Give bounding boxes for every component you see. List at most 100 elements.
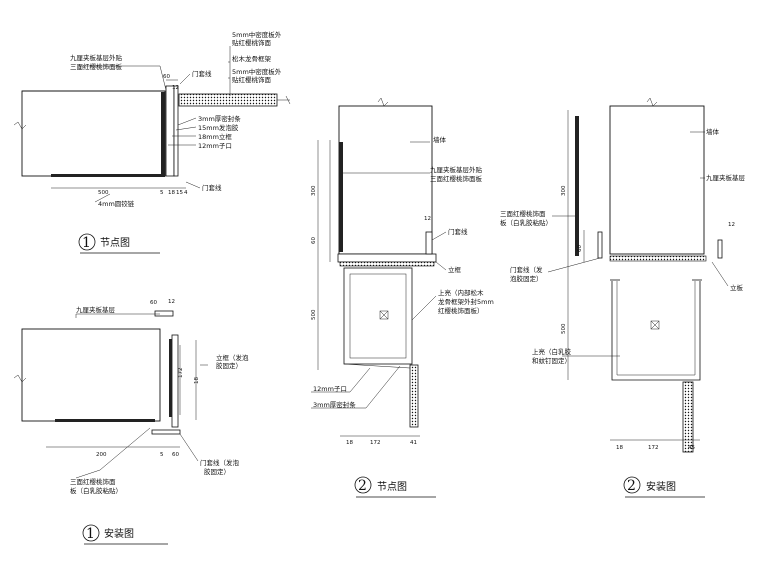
v3-number-circle xyxy=(354,476,372,494)
v3-dim-172: 172 xyxy=(370,440,381,446)
v1-number-circle xyxy=(78,233,96,251)
v4-label-veneer-base: 九厘夹板基层 xyxy=(706,173,746,182)
v2-number: 1 xyxy=(86,526,95,542)
v1-wall xyxy=(21,90,166,177)
v4-dim-12: 12 xyxy=(728,222,735,228)
v4-label-trim-2: 泡胶固定） xyxy=(510,274,543,283)
v2-dim-12: 12 xyxy=(168,299,175,305)
v4-label-top-2: 和蚊钉固定） xyxy=(532,356,571,365)
v3-top-light xyxy=(343,267,413,365)
v1-dim-4: 4 xyxy=(184,190,188,196)
v3-label-gap: 12mm子口 xyxy=(313,385,347,393)
v2-dim-18: 18 xyxy=(194,377,200,384)
v3-label-top-2: 龙骨框架外封5mm xyxy=(438,297,494,306)
v2-label-veneer-base: 九厘夹板基层 xyxy=(76,305,116,314)
v4-dim-300: 300 xyxy=(561,185,567,196)
v1-label-wood-keel: 松木龙骨框架 xyxy=(232,54,272,63)
v3-label-veneer-2: 三面红樱桃饰面板 xyxy=(430,174,483,183)
view1-node-detail: 九厘夹板基层外贴 三面红樱桃饰面板 5mm中密度板外 贴红樱桃饰面 松木龙骨框架… xyxy=(13,30,291,254)
v4-wall xyxy=(609,105,705,255)
v2-number-circle xyxy=(82,524,100,542)
v2-dim-5: 5 xyxy=(160,452,164,458)
v1-label-door-trim: 门套线 xyxy=(192,69,212,78)
v3-dim-500: 500 xyxy=(311,309,317,320)
v4-label-panel-2: 板（白乳胶粘贴） xyxy=(500,218,552,227)
v1-jamb xyxy=(165,85,175,177)
v2-jamb xyxy=(171,334,179,428)
v3-wall xyxy=(338,105,433,255)
v2-jamb-strip xyxy=(169,339,172,417)
v3-dim-12: 12 xyxy=(424,216,431,222)
v4-number-circle xyxy=(623,476,641,494)
v1-dim-18: 18 xyxy=(168,190,175,196)
v3-number: 2 xyxy=(358,478,367,494)
v3-label-veneer-1: 九厘夹板基层外贴 xyxy=(430,165,483,174)
v1-label-jamb: 18mm立框 xyxy=(198,132,232,141)
v2-dim-200: 200 xyxy=(96,452,107,458)
v2-label-jamb-2: 胶固定） xyxy=(216,361,242,370)
v1-label-mdf-top-1: 5mm中密度板外 xyxy=(232,30,282,39)
v2-dim-172: 172 xyxy=(178,368,184,379)
v1-bottom-panel xyxy=(51,174,165,177)
v4-number: 2 xyxy=(627,478,636,494)
v3-jamb-band xyxy=(337,253,437,263)
v4-label-wall: 墙体 xyxy=(706,127,720,136)
v2-wall xyxy=(21,328,161,422)
v4-panel-strip xyxy=(575,116,579,256)
v3-dim-41: 41 xyxy=(410,440,417,446)
v4-jamb-band xyxy=(609,255,707,262)
v3-label-seal: 3mm厚密封条 xyxy=(313,400,356,409)
v2-label-jamb-1: 立框（发泡 xyxy=(216,353,249,362)
v1-dim-15: 15 xyxy=(176,190,183,196)
v2-trim-bottom xyxy=(151,429,181,435)
v4-trim-left xyxy=(597,231,603,259)
v1-label-mdf-mid-1: 5mm中密度板外 xyxy=(232,67,282,76)
v1-dim-5a: 5 xyxy=(160,190,164,196)
v1-label-gap: 12mm子口 xyxy=(198,142,232,150)
v1-number: 1 xyxy=(82,235,91,251)
v4-door-leaf xyxy=(682,381,694,453)
v4-trim-right xyxy=(717,239,723,259)
view3-node-detail: 墙体 九厘夹板基层外贴 三面红樱桃饰面板 门套线 立框 上亮（内部松木 龙骨框架… xyxy=(311,97,494,498)
v4-label-jamb: 立板 xyxy=(730,283,744,292)
v1-label-mdf-mid-2: 贴红樱桃饰面 xyxy=(232,75,272,84)
v3-dim-18: 18 xyxy=(346,440,353,446)
v4-label-top-1: 上亮（白乳胶 xyxy=(532,347,572,356)
v1-veneer-strip xyxy=(161,92,165,174)
v3-dim-300: 300 xyxy=(311,185,317,196)
v1-door-leaf xyxy=(178,93,278,107)
v3-label-wall: 墙体 xyxy=(433,135,447,144)
v3-label-top-3: 红樱桃饰面板） xyxy=(438,306,484,315)
v4-dim-45: 45 xyxy=(688,445,695,451)
v3-label-top-1: 上亮（内部松木 xyxy=(438,288,484,297)
v1-label-foam: 15mm发泡胶 xyxy=(198,123,239,132)
v4-label-panel-1: 三面红樱桃饰面 xyxy=(500,209,546,218)
v2-trim-top xyxy=(154,310,174,317)
v2-label-panel-2: 板（白乳胶粘贴） xyxy=(70,486,122,495)
v1-label-mdf-top-2: 贴红樱桃饰面 xyxy=(232,38,272,47)
v4-dim-18: 18 xyxy=(616,445,623,451)
v1-label-veneer-outer-2: 三面红樱桃饰面板 xyxy=(70,62,123,71)
v1-dim-500: 500 xyxy=(98,190,109,196)
v4-label-trim-1: 门套线（发 xyxy=(510,265,543,274)
v2-dim-60b: 60 xyxy=(172,452,179,458)
v1-dim-12: 12 xyxy=(172,85,179,91)
v3-title: 节点图 xyxy=(377,481,407,493)
v3-trim xyxy=(425,231,433,255)
v4-title: 安装图 xyxy=(646,480,676,493)
v4-dim-500: 500 xyxy=(561,323,567,334)
v2-label-panel-1: 三面红樱桃饰面 xyxy=(70,477,116,486)
v2-label-trim-2: 胶固定） xyxy=(204,467,230,476)
v1-dim-60: 60 xyxy=(163,74,170,80)
v1-label-veneer-outer: 九厘夹板基层外贴 xyxy=(70,53,123,62)
view2-install-detail: 九厘夹板基层 立框（发泡 胶固定） 门套线（发泡 胶固定） 三面红樱桃饰面 板（… xyxy=(13,299,249,545)
v3-label-trim: 门套线 xyxy=(448,227,468,236)
v2-label-trim-1: 门套线（发泡 xyxy=(200,458,240,467)
v3-dim-60: 60 xyxy=(311,237,317,244)
v1-title: 节点图 xyxy=(100,237,130,249)
v2-dim-60: 60 xyxy=(150,300,157,306)
v4-top-light xyxy=(611,281,701,381)
v4-dim-172: 172 xyxy=(648,445,659,451)
v1-trim xyxy=(173,85,179,177)
